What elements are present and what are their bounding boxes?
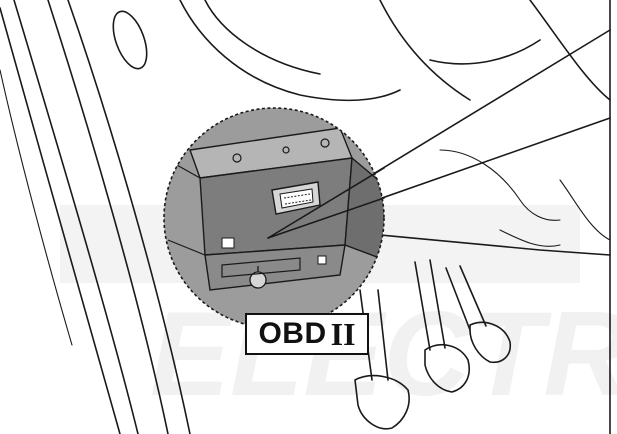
- obd-label-roman: II: [331, 316, 356, 353]
- obd-label-text: OBD: [258, 317, 326, 351]
